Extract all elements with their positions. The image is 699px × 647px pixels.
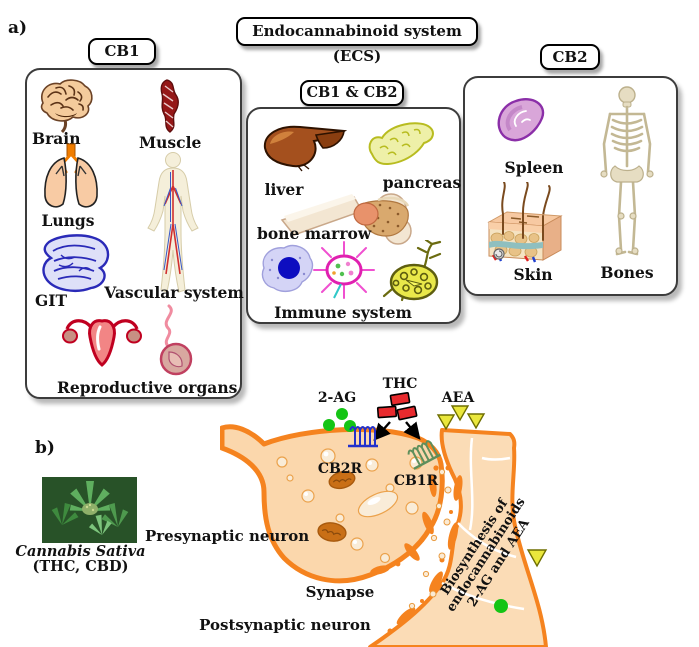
cannabis-name-label: Cannabis Sativa	[15, 543, 146, 560]
cb1-cb2-header-box: CB1 & CB2	[300, 80, 404, 106]
cb1-cb2-header: CB1 & CB2	[306, 84, 398, 101]
git-icon	[42, 234, 110, 292]
panel-a-letter: a)	[8, 18, 28, 38]
bones-label: Bones	[600, 263, 654, 282]
muscle-icon	[160, 79, 179, 133]
reproductive-organs-label: Reproductive organs	[57, 378, 238, 397]
thc-label: THC	[382, 376, 418, 392]
cb2-panel: Spleen Bones	[463, 76, 678, 296]
vascular-system-label: Vascular system	[104, 283, 244, 302]
bone-marrow-icon	[280, 193, 412, 245]
cb1-panel: Brain Muscle Lungs Vascular system GIT	[25, 68, 244, 399]
cb2r-receptor-icon	[348, 426, 378, 448]
panel-b-letter: b)	[35, 438, 55, 458]
synapse-drawing	[220, 391, 548, 647]
git-label: GIT	[34, 291, 68, 310]
aea-label: AEA	[441, 390, 475, 406]
liver-label: liver	[264, 180, 304, 199]
synapse-label: Synapse	[305, 583, 375, 601]
cannabis-compounds-label: (THC, CBD)	[32, 558, 129, 575]
bone-marrow-label: bone marrow	[257, 224, 372, 243]
cb1r-receptor-icon	[407, 440, 441, 470]
lungs-label: Lungs	[41, 211, 95, 230]
cb1-header-box: CB1	[88, 38, 156, 65]
brain-icon	[40, 79, 93, 134]
testis-icon	[159, 304, 193, 376]
two-ag-biosynthesis-dot	[494, 599, 508, 613]
postsynaptic-neuron-label: Postsynaptic neuron	[199, 616, 371, 634]
cb2-header: CB2	[552, 48, 588, 66]
liver-icon	[263, 125, 348, 172]
presynaptic-neuron-shape	[220, 424, 445, 584]
skin-icon	[487, 182, 563, 263]
brain-label: Brain	[32, 129, 81, 148]
cleft-vesicles	[408, 468, 452, 610]
thc-molecules	[376, 391, 418, 421]
vascular-system-icon	[147, 152, 199, 293]
figure-title: Endocannabinoid system (ECS)	[252, 22, 462, 65]
cb2r-label: CB2R	[317, 461, 363, 477]
cb2-header-box: CB2	[540, 44, 600, 70]
cannabis-photo	[42, 477, 137, 543]
spleen-label: Spleen	[504, 158, 564, 177]
immune-system-label: Immune system	[274, 303, 412, 322]
muscle-label: Muscle	[139, 133, 202, 152]
aea-biosynthesis-triangle	[526, 549, 548, 568]
uterus-icon	[62, 319, 142, 367]
figure-title-box: Endocannabinoid system (ECS)	[236, 17, 478, 65]
postsynaptic-neuron-shape	[368, 428, 548, 647]
aea-molecules	[436, 405, 486, 431]
immune-cells-icon	[261, 240, 442, 302]
skin-label: Skin	[513, 265, 553, 284]
cb1-cb2-panel: liver pancreas bone marrow	[246, 107, 461, 324]
thc-to-receptor-arrows	[373, 421, 421, 441]
pancreas-label: pancreas	[382, 173, 462, 192]
cb1-header: CB1	[104, 42, 140, 60]
presynaptic-neuron-label: Presynaptic neuron	[145, 527, 310, 545]
two-ag-molecules	[323, 408, 356, 432]
two-ag-label: 2-AG	[317, 390, 357, 406]
spleen-icon	[497, 98, 545, 142]
bones-skeleton-icon	[600, 86, 654, 256]
pancreas-icon	[368, 122, 434, 165]
cb1r-label: CB1R	[393, 473, 439, 489]
lungs-icon	[44, 143, 98, 208]
